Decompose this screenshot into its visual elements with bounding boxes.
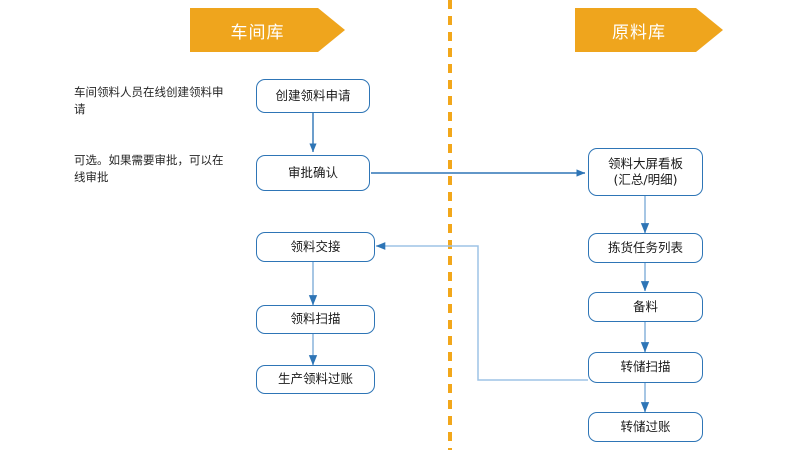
node-transfer-scan-label: 转储扫描 xyxy=(620,359,671,375)
node-prepare-material-label: 备料 xyxy=(632,298,658,314)
node-material-handover[interactable]: 领料交接 xyxy=(256,232,375,262)
node-prepare-material[interactable]: 备料 xyxy=(588,292,703,322)
lane-banner-workshop: 车间库 xyxy=(190,8,345,52)
lane-banner-material: 原料库 xyxy=(575,8,723,52)
node-dashboard-sublabel: (汇总/明细) xyxy=(613,172,678,187)
node-create-request-label: 创建领料申请 xyxy=(275,87,351,103)
node-production-post[interactable]: 生产领料过账 xyxy=(256,365,375,394)
node-dashboard[interactable]: 领料大屏看板 (汇总/明细) xyxy=(588,148,703,196)
node-dashboard-label: 领料大屏看板 xyxy=(607,155,683,171)
node-transfer-scan[interactable]: 转储扫描 xyxy=(588,352,703,383)
annotation-create-request: 车间领料人员在线创建领料申请 xyxy=(74,85,224,117)
node-material-scan-label: 领料扫描 xyxy=(290,311,341,327)
node-approve-confirm-label: 审批确认 xyxy=(287,164,338,180)
node-material-scan[interactable]: 领料扫描 xyxy=(256,305,375,334)
node-picking-task-label: 拣货任务列表 xyxy=(607,239,683,255)
node-approve-confirm[interactable]: 审批确认 xyxy=(256,155,370,191)
banner-arrow-shape xyxy=(190,8,345,52)
node-production-post-label: 生产领料过账 xyxy=(277,371,353,387)
banner-arrow-shape xyxy=(575,8,723,52)
node-create-request[interactable]: 创建领料申请 xyxy=(256,79,370,113)
annotation-approval: 可选。如果需要审批，可以在线审批 xyxy=(74,153,224,185)
node-material-handover-label: 领料交接 xyxy=(290,238,341,254)
node-picking-task[interactable]: 拣货任务列表 xyxy=(588,233,703,263)
node-transfer-post-label: 转储过账 xyxy=(620,418,671,434)
connector-transferscan-to-handover xyxy=(375,242,588,381)
lane-banner-material-label: 原料库 xyxy=(612,22,666,43)
lane-banner-workshop-label: 车间库 xyxy=(230,22,285,43)
node-transfer-post[interactable]: 转储过账 xyxy=(588,412,703,442)
